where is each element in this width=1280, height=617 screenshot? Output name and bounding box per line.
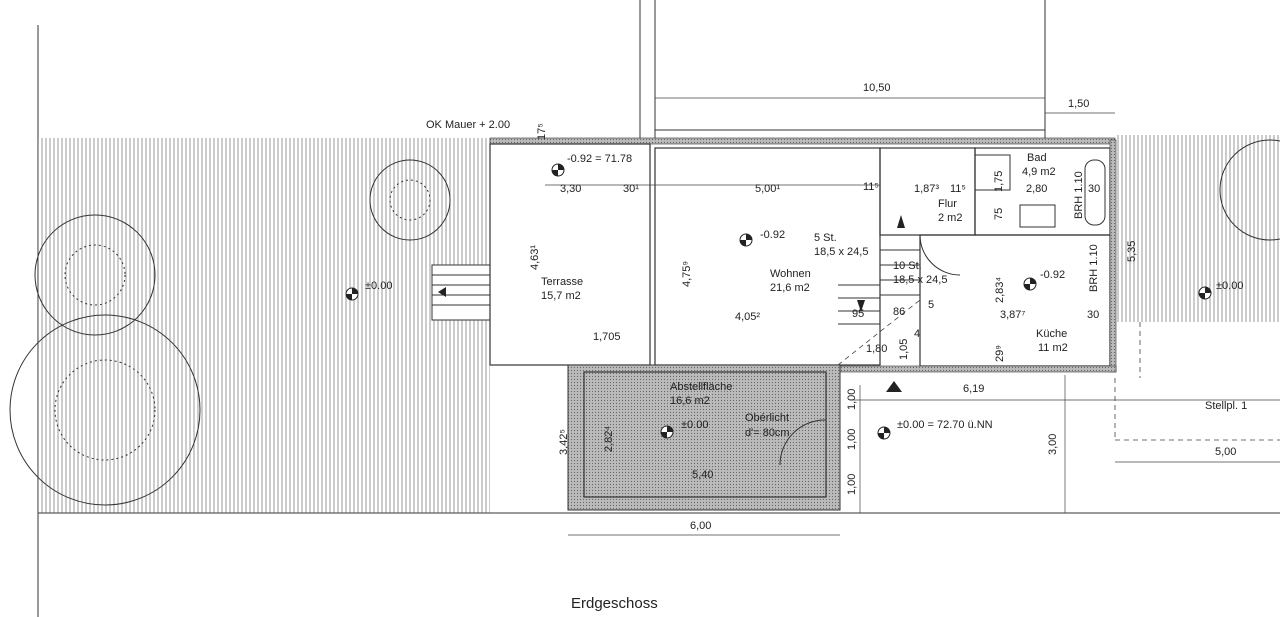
- room-name: Wohnen: [770, 268, 811, 280]
- right-garden-area: [1115, 135, 1280, 322]
- dimension-label: 11⁵: [950, 183, 966, 195]
- dimension-label: 11 m2: [1038, 342, 1068, 354]
- plan-title: Erdgeschoss: [571, 595, 658, 612]
- dimension-label: ±0.00 = 72.70 ü.NN: [897, 419, 993, 431]
- wall: [837, 365, 1117, 373]
- level-marker-icon: [345, 163, 1212, 440]
- dimension-label: 30¹: [623, 183, 639, 195]
- dimension-label: 2,80: [1026, 183, 1047, 195]
- dimension-label: 2,82⁴: [603, 426, 615, 452]
- dimension-label: 1,00: [846, 429, 858, 450]
- dimension-label: 1,75: [993, 171, 1005, 192]
- dimension-label: 5: [928, 299, 934, 311]
- dimension-label: 95: [852, 308, 864, 320]
- dimension-label: 6,00: [690, 520, 711, 532]
- dimension-label: 30: [1087, 309, 1099, 321]
- dimension-lines: [545, 97, 1280, 536]
- dimension-label: Obérlicht: [745, 412, 789, 424]
- door-swing-icon: [779, 419, 827, 466]
- dimension-label: 5 St.: [814, 232, 837, 244]
- door-swing-icon: [919, 234, 961, 276]
- parking-label: Stellpl. 1: [1205, 400, 1247, 412]
- dimension-label: 29⁹: [994, 345, 1006, 362]
- room-name: Abstellfläche: [670, 381, 732, 393]
- dimension-label: 6,19: [963, 383, 984, 395]
- dimension-label: -0.92: [760, 229, 785, 241]
- dimension-label: 11⁵: [863, 181, 879, 193]
- staircase: [837, 215, 921, 366]
- dimension-label: 18,5 x 24,5: [814, 246, 868, 258]
- wall-note: OK Mauer + 2.00: [426, 119, 510, 131]
- wall: [489, 137, 1116, 145]
- dimension-label: 4,05²: [735, 311, 760, 323]
- room-terrasse: [489, 143, 651, 366]
- dimension-label: 1,05: [898, 339, 910, 360]
- wall: [567, 364, 841, 511]
- room-name: Terrasse: [541, 276, 583, 288]
- dimension-label: 1,80: [866, 343, 887, 355]
- dimension-label: ±0.00: [681, 419, 708, 431]
- stairs-up-arrow-icon: [897, 215, 905, 228]
- dimension-label: ±0.00: [365, 280, 392, 292]
- dimension-label: 4,9 m2: [1022, 166, 1056, 178]
- entrance-marker-icon: [886, 381, 902, 392]
- stairs-down-arrow-icon: [857, 300, 865, 312]
- dimension-label: 1,50: [1068, 98, 1089, 110]
- garden-area: [38, 138, 490, 513]
- dimension-label: 3,42⁵: [558, 429, 570, 455]
- dimension-label: 4,75⁹: [681, 261, 693, 287]
- garden-stairs: [431, 264, 491, 321]
- dimension-label: ±0.00: [1216, 280, 1243, 292]
- dimension-label: 2 m2: [938, 212, 962, 224]
- dimension-label: 86: [893, 306, 905, 318]
- dimension-label: -0.92: [1040, 269, 1065, 281]
- dimension-label: 3,00: [1047, 434, 1059, 455]
- dimension-label: 5,00: [1215, 446, 1236, 458]
- dimension-label: BRH 1.10: [1073, 171, 1085, 219]
- dimension-label: 15,7 m2: [541, 290, 581, 302]
- room-name: Bad: [1027, 152, 1047, 164]
- room-kueche: [919, 234, 1111, 367]
- dimension-label: d'= 80cm: [745, 427, 790, 439]
- dimension-label: 4,63¹: [529, 245, 541, 270]
- tree-icon: [9, 139, 1280, 506]
- dimension-label: 30: [1088, 183, 1100, 195]
- dimension-label: 1,87³: [914, 183, 939, 195]
- room-name: Flur: [938, 198, 957, 210]
- dimension-label: 16,6 m2: [670, 395, 710, 407]
- dim-top: 10,50: [863, 82, 891, 94]
- toilet-icon: [974, 154, 1011, 191]
- dimension-label: 75: [993, 208, 1005, 220]
- dimension-label: 1,00: [846, 389, 858, 410]
- dimension-label: -0.92 = 71.78: [567, 153, 632, 165]
- dimension-label: 3,30: [560, 183, 581, 195]
- dimension-label: 5,35: [1126, 241, 1138, 262]
- dimension-label: BRH 1.10: [1088, 244, 1100, 292]
- room-name: Küche: [1036, 328, 1067, 340]
- wall: [1109, 139, 1117, 373]
- arrow-left-icon: [438, 287, 446, 297]
- dimension-label: 2,83⁴: [994, 277, 1006, 303]
- room-abstell: [583, 371, 827, 498]
- dimension-label: 4: [914, 328, 920, 340]
- dimension-label: 5,00¹: [755, 183, 780, 195]
- dimension-label: 21,6 m2: [770, 282, 810, 294]
- dimension-label: 17⁵: [536, 123, 548, 140]
- sink-icon: [1019, 204, 1056, 228]
- dimension-label: 18,5 x 24,5: [893, 274, 947, 286]
- bathtub-icon: [1084, 159, 1106, 226]
- dimension-label: 5,40: [692, 469, 713, 481]
- dimension-label: 1,00: [846, 474, 858, 495]
- dimension-label: 3,87⁷: [1000, 309, 1025, 321]
- dimension-label: 1,705: [593, 331, 621, 343]
- dimension-label: 10 St.: [893, 260, 922, 272]
